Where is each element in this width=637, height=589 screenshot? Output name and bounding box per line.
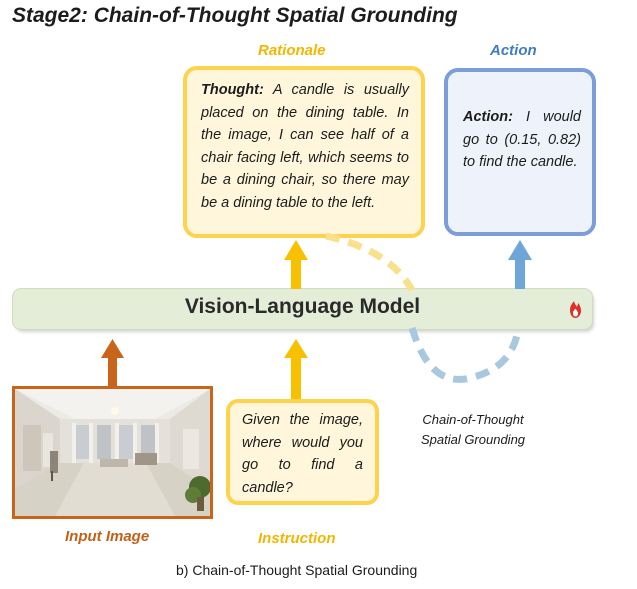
loop-segment-rationale bbox=[325, 232, 416, 292]
instruction-text: Given the image, where would you go to f… bbox=[242, 412, 363, 496]
vision-language-model-bar: Vision-Language Model bbox=[13, 289, 592, 329]
instruction-label: Instruction bbox=[258, 530, 336, 547]
diagram-title: Stage2: Chain-of-Thought Spatial Groundi… bbox=[12, 4, 458, 27]
input-image-label: Input Image bbox=[65, 528, 150, 545]
arrow-model-to-action bbox=[508, 240, 532, 289]
model-label: Vision-Language Model bbox=[184, 295, 421, 318]
instruction-box: Given the image, where would you go to f… bbox=[226, 399, 379, 505]
action-body: I would go to (0.15, 0.82) to find the c… bbox=[463, 109, 581, 170]
action-label: Action bbox=[490, 42, 537, 59]
action-text: Action: I would go to (0.15, 0.82) to fi… bbox=[463, 106, 581, 174]
loop-segment-action bbox=[408, 326, 522, 383]
room-photo bbox=[15, 389, 210, 516]
loop-label-line1: Chain-of-Thought bbox=[422, 412, 524, 427]
thought-prefix: Thought: bbox=[201, 82, 264, 98]
arrow-image-to-model bbox=[101, 339, 124, 386]
action-box: Action: I would go to (0.15, 0.82) to fi… bbox=[444, 68, 596, 236]
arrow-model-to-rationale bbox=[284, 240, 308, 289]
thought-text: Thought: A candle is usually placed on t… bbox=[201, 79, 409, 214]
rationale-box: Thought: A candle is usually placed on t… bbox=[183, 66, 425, 238]
input-image bbox=[12, 386, 213, 519]
arrow-instruction-to-model bbox=[284, 339, 308, 399]
figure-caption: b) Chain-of-Thought Spatial Grounding bbox=[176, 562, 418, 578]
rationale-label: Rationale bbox=[258, 42, 326, 59]
fire-icon bbox=[570, 301, 581, 318]
thought-body: A candle is usually placed on the dining… bbox=[201, 82, 409, 211]
chain-of-thought-loop-label: Chain-of-Thought Spatial Grounding bbox=[398, 410, 548, 450]
loop-label-line2: Spatial Grounding bbox=[420, 432, 526, 447]
action-prefix: Action: bbox=[463, 109, 513, 125]
